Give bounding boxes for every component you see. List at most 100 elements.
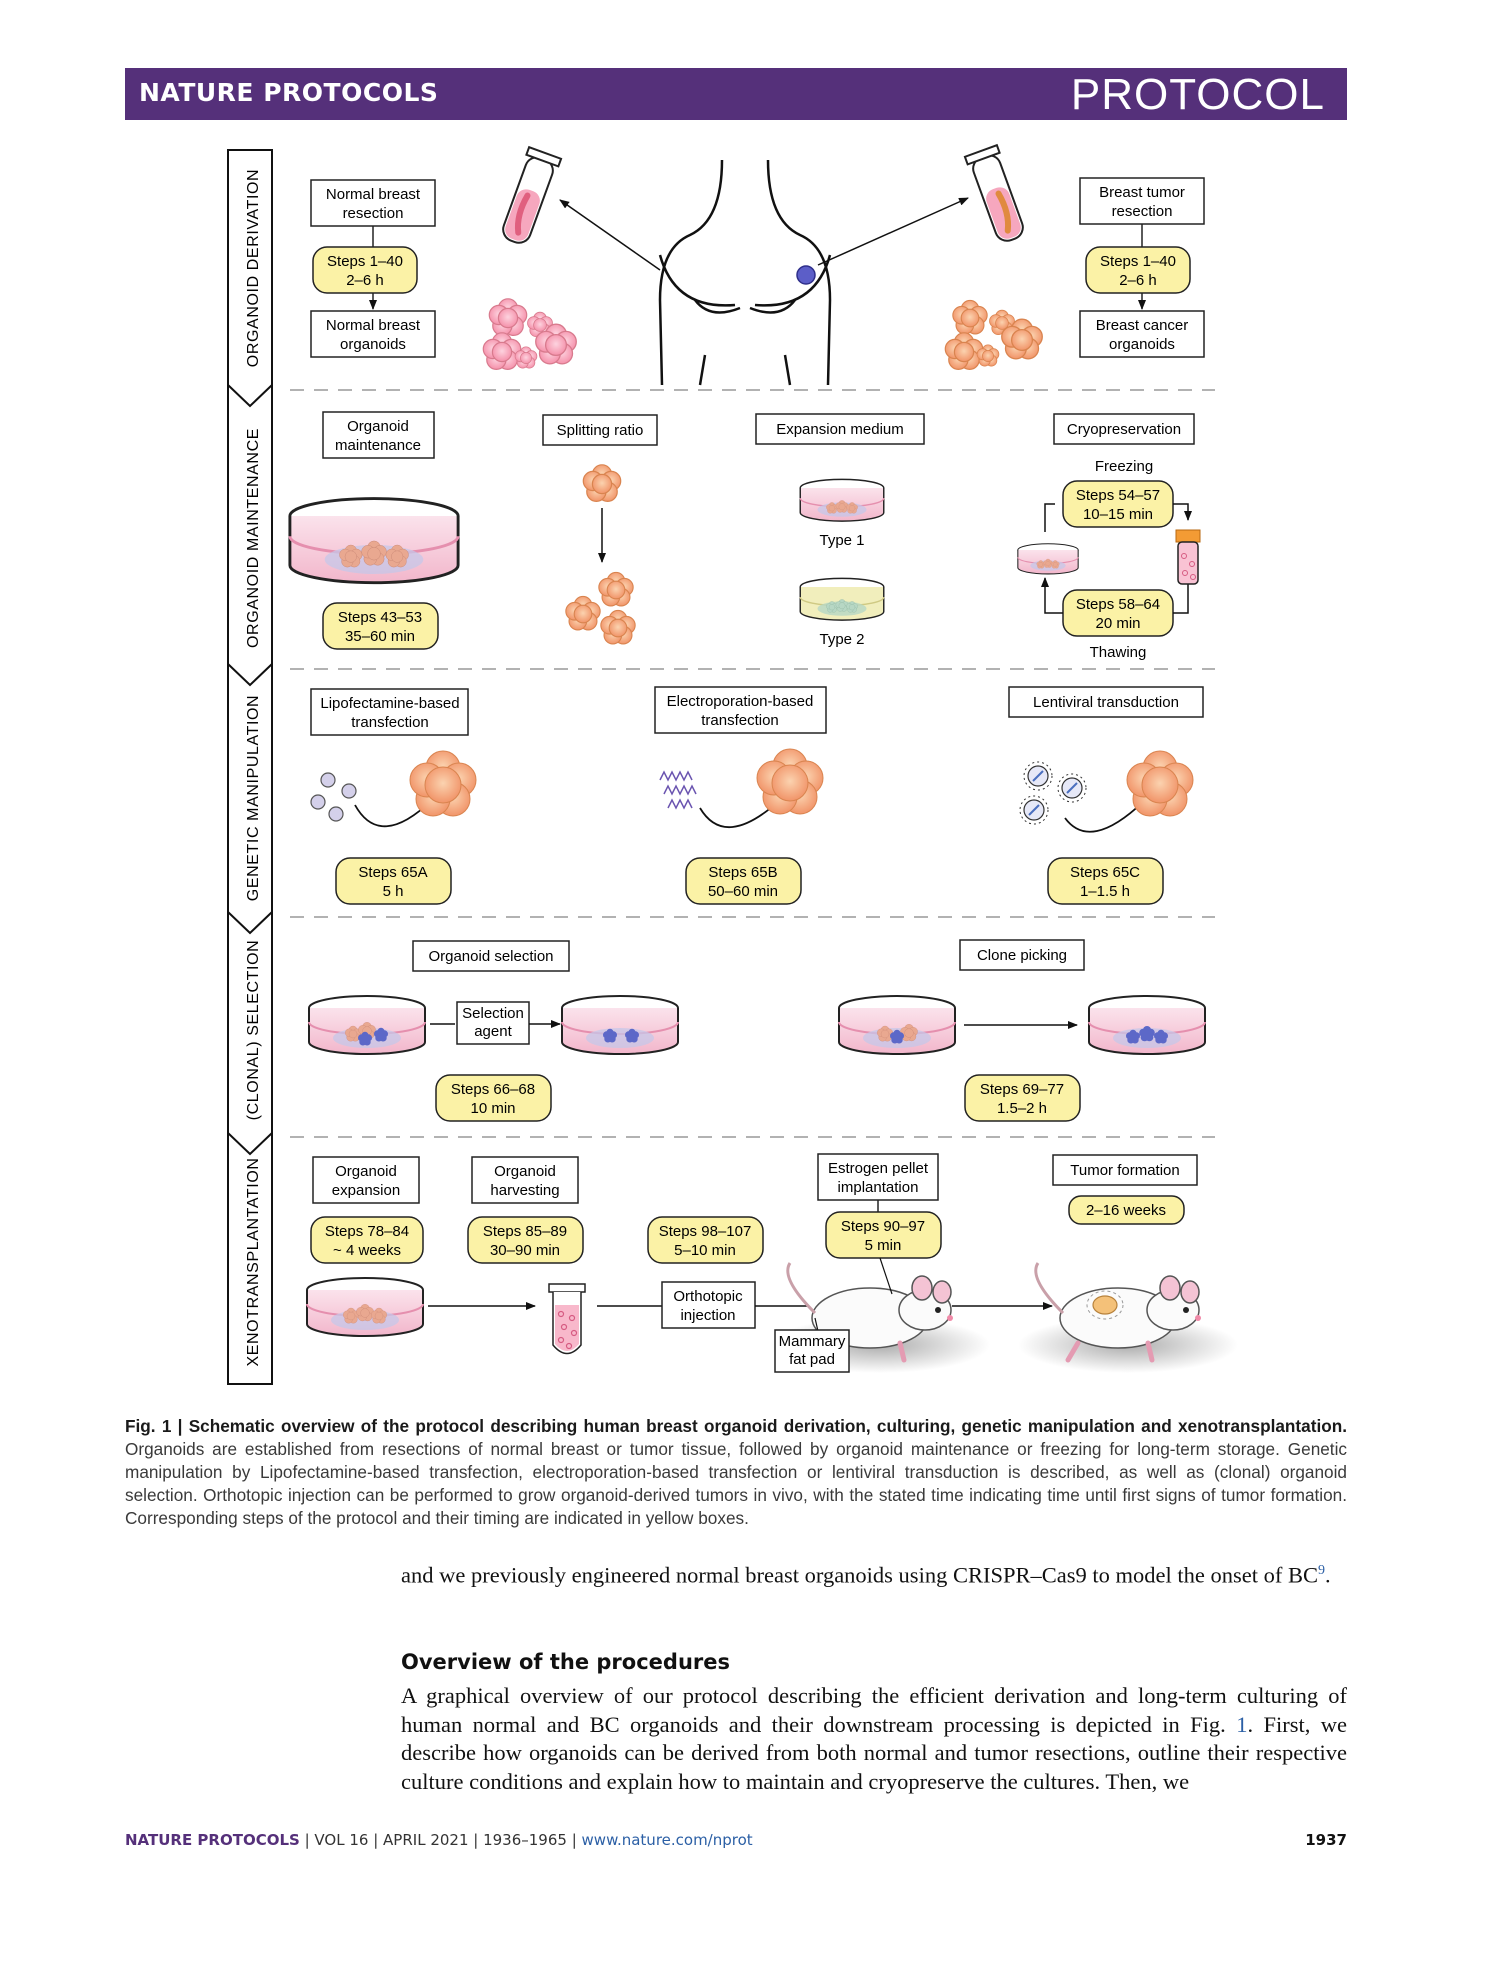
footer-volume: | VOL 16 | APRIL 2021 | 1936–1965 | [299,1831,582,1849]
clone-dish-before-icon [838,995,956,1055]
svg-text:Steps 90–975 min: Steps 90–97 5 min [841,1218,925,1254]
electroporation-steps-line2: 50–60 min [708,883,778,900]
tumor-organoids-line2: organoids [1109,336,1175,353]
normal-organoids-icon [482,298,577,370]
tumor-organoids-box [1079,310,1205,358]
selection-agent-line2: agent [474,1023,512,1040]
splitting-ratio-box [542,414,658,446]
electroporation-line2: transfection [701,712,779,729]
journal-header-bar: NATURE PROTOCOLS PROTOCOL [125,68,1347,120]
tumor-tissue-tube-icon [963,143,1024,242]
cryovial-icon [1175,529,1201,585]
clone-picking-box [959,939,1085,971]
thawing-steps-line2: 20 min [1095,615,1140,632]
tumor-resection-box [1079,177,1205,225]
injection-steps-line1: Steps 98–107 [659,1223,752,1240]
harvesting-steps-line1: Steps 85–89 [483,1223,567,1240]
estrogen-steps-line2: 5 min [865,1237,902,1254]
maintenance-line1: Organoid [347,418,409,435]
tumor-mass-icon [1092,1295,1118,1315]
page-number: 1937 [1305,1831,1347,1849]
clone-dish-after-icon [1088,995,1206,1055]
lentiviral-steps-box [1047,857,1164,905]
normal-steps-line2: 2–6 h [346,272,384,289]
body-paragraph-1: and we previously engineered normal brea… [401,1557,1347,1590]
torso-illustration [658,159,832,386]
para2-figure-link[interactable]: 1 [1236,1711,1248,1737]
figure-caption: Fig. 1 | Schematic overview of the proto… [125,1415,1347,1530]
para2-text: A graphical overview of our protocol des… [401,1683,1347,1737]
tumor-organoids-line1: Breast cancer [1096,317,1189,334]
normal-organoids-line2: organoids [340,336,406,353]
caption-title: Fig. 1 | Schematic overview of the proto… [125,1416,1347,1436]
clone-steps-line1: Steps 69–77 [980,1081,1064,1098]
section-sidebar: ORGANOID DERIVATION ORGANOID MAINTENANCE… [227,149,273,1385]
lipid-particles-icon [310,772,357,822]
section-dividers [290,389,1215,1138]
harvesting-line1: Organoid [494,1163,556,1180]
fatpad-line1: Mammary [779,1333,846,1350]
figure-1-schematic: ORGANOID DERIVATION ORGANOID MAINTENANCE… [227,143,1238,1385]
lentiviral-box [1008,686,1204,718]
tumor-resection-line1: Breast tumor [1099,184,1185,201]
selection-agent-box [456,1001,530,1045]
type2-dish-icon [799,577,885,621]
freezing-steps-line2: 10–15 min [1083,506,1153,523]
organoid-selection-box [412,940,570,972]
para1-reference-link[interactable]: 9 [1317,1563,1325,1578]
electroporation-steps-box [685,857,802,905]
harvesting-steps-box [467,1216,584,1264]
article-type: PROTOCOL [1070,70,1325,119]
electroporation-organoid-icon [756,748,824,815]
tumor-formation-box [1052,1154,1198,1186]
orthotopic-line2: injection [680,1307,735,1324]
lipofectamine-line1: Lipofectamine-based [320,695,459,712]
lentiviral-label: Lentiviral transduction [1033,694,1179,711]
organoid-expansion-box [312,1156,420,1204]
lentiviral-steps-line2: 1–1.5 h [1080,883,1130,900]
estrogen-steps-line1: Steps 90–97 [841,1218,925,1235]
lipofectamine-steps-box [335,857,452,905]
svg-text:Steps 69–771.5–2 h: Steps 69–77 1.5–2 h [980,1081,1064,1117]
expansion-steps-line2: ~ 4 weeks [333,1242,401,1259]
selection-agent-line1: Selection [462,1005,524,1022]
harvest-tube-icon [548,1283,586,1355]
expansion-dish-icon [306,1277,424,1337]
freezing-label: Freezing [1095,458,1153,475]
type2-label: Type 2 [819,631,864,648]
maintenance-steps-line1: Steps 43–53 [338,609,422,626]
footer-url-link[interactable]: www.nature.com/nprot [581,1831,753,1849]
section-heading: Overview of the procedures [401,1650,730,1674]
selection-dish-after-icon [561,995,679,1055]
tumor-organoids-icon [944,299,1043,370]
section-label-maintenance: ORGANOID MAINTENANCE [245,428,262,648]
maintenance-dish-icon [288,497,460,585]
journal-name: NATURE PROTOCOLS [139,78,439,107]
maintenance-steps-line2: 35–60 min [345,628,415,645]
lipofectamine-steps-line1: Steps 65A [358,864,427,881]
clone-steps-line2: 1.5–2 h [997,1100,1047,1117]
injection-steps-line2: 5–10 min [674,1242,736,1259]
section-label-selection: (CLONAL) SELECTION [245,940,262,1121]
normal-steps-line1: Steps 1–40 [327,253,403,270]
section-label-genetic: GENETIC MANIPULATION [245,695,262,901]
footer-citation: NATURE PROTOCOLS | VOL 16 | APRIL 2021 |… [125,1831,753,1849]
tumor-icon [796,265,816,285]
para2-end: . First, we describe how organoids can b… [401,1711,1347,1794]
selection-steps-box [435,1074,552,1122]
tumor-steps-line2: 2–6 h [1119,272,1157,289]
